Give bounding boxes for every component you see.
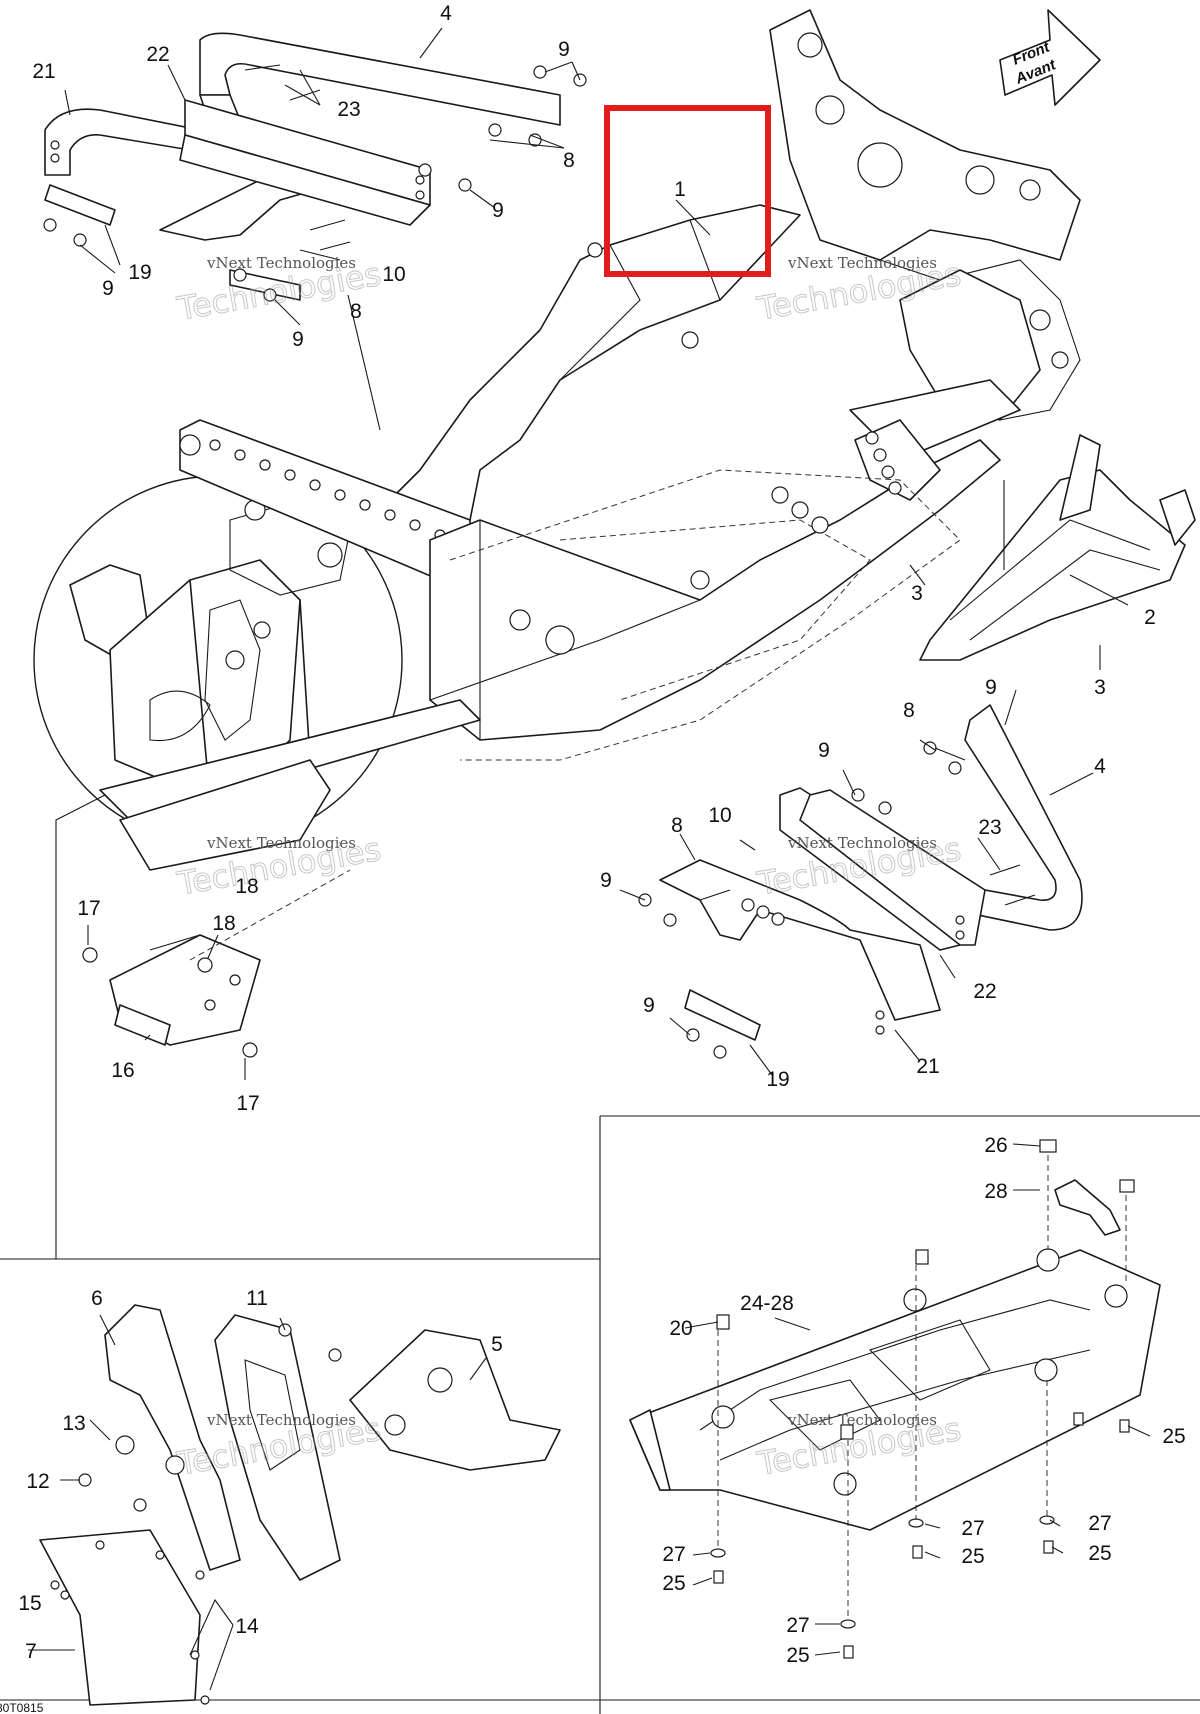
callout-4: 4 — [440, 2, 452, 25]
callout-10: 10 — [708, 804, 731, 827]
watermark-text: vNext Technologies — [787, 254, 937, 272]
cross-member-holes — [209, 439, 446, 541]
callout-14: 14 — [235, 1615, 259, 1638]
callout-21: 21 — [916, 1055, 939, 1078]
callout-8: 8 — [903, 699, 915, 722]
callout-25: 25 — [662, 1572, 685, 1595]
callout-2: 2 — [1144, 606, 1156, 629]
callout-labels: 1 2 3 3 4 4 5 6 7 8 8 8 8 9 9 9 9 9 9 9 … — [18, 2, 1185, 1667]
callout-27: 27 — [961, 1517, 984, 1540]
callout-24-28: 24-28 — [740, 1292, 794, 1315]
callout-18: 18 — [235, 875, 258, 898]
callout-10: 10 — [382, 263, 405, 286]
lower-right-inset-skid-plate — [629, 1139, 1161, 1659]
callout-27: 27 — [786, 1614, 809, 1637]
main-frame-part-1 — [99, 9, 1081, 871]
callout-3: 3 — [1094, 676, 1106, 699]
upper-left-bumper — [43, 32, 587, 302]
callout-25: 25 — [786, 1644, 809, 1667]
callout-19: 19 — [128, 261, 151, 284]
callout-8: 8 — [563, 149, 575, 172]
callout-9: 9 — [818, 739, 830, 762]
callout-6: 6 — [91, 1287, 103, 1310]
callout-23: 23 — [337, 98, 360, 121]
lower-right-bumper — [638, 704, 1083, 1059]
callout-25: 25 — [961, 1545, 984, 1568]
figure-code: 80T0815 — [0, 1701, 44, 1714]
skid-plate-part-2 — [919, 434, 1196, 661]
callout-28: 28 — [984, 1180, 1007, 1203]
callout-9: 9 — [558, 38, 570, 61]
leader-lines — [28, 27, 1151, 1691]
callout-17: 17 — [236, 1092, 259, 1115]
callout-23: 23 — [978, 816, 1001, 839]
callout-21: 21 — [32, 60, 55, 83]
callout-26: 26 — [984, 1134, 1007, 1157]
callout-9: 9 — [492, 199, 504, 222]
watermark-text: vNext Technologies — [787, 1411, 937, 1429]
highlight-box — [604, 105, 771, 277]
callout-27: 27 — [1088, 1512, 1111, 1535]
callout-3: 3 — [911, 582, 923, 605]
callout-22: 22 — [973, 980, 996, 1003]
callout-9: 9 — [600, 869, 612, 892]
bracket-part-16 — [82, 869, 351, 1058]
callout-16: 16 — [111, 1059, 134, 1082]
watermark-text: vNext Technologies — [206, 834, 356, 852]
watermark-text: vNext Technologies — [787, 834, 937, 852]
callout-22: 22 — [146, 43, 169, 66]
callout-8: 8 — [671, 814, 683, 837]
callout-7: 7 — [25, 1640, 37, 1663]
callout-1: 1 — [674, 178, 686, 201]
callout-9: 9 — [102, 277, 114, 300]
front-direction-arrow: Front Avant — [999, 9, 1101, 106]
inset-borders — [0, 794, 1200, 1714]
callout-19: 19 — [766, 1068, 789, 1091]
callout-4: 4 — [1094, 755, 1106, 778]
callout-5: 5 — [491, 1333, 503, 1356]
callout-27: 27 — [662, 1543, 685, 1566]
callout-12: 12 — [26, 1470, 49, 1493]
watermark-text: vNext Technologies — [206, 1411, 356, 1429]
callout-25: 25 — [1088, 1542, 1111, 1565]
callout-20: 20 — [669, 1317, 692, 1340]
lower-left-inset-parts — [39, 1304, 561, 1706]
callout-13: 13 — [62, 1412, 85, 1435]
callout-18: 18 — [212, 912, 235, 935]
callout-17: 17 — [77, 897, 100, 920]
callout-9: 9 — [985, 676, 997, 699]
watermark-text: vNext Technologies — [206, 254, 356, 272]
callout-11: 11 — [246, 1287, 268, 1310]
callout-25: 25 — [1162, 1425, 1185, 1448]
callout-8: 8 — [350, 300, 362, 323]
watermarks: vNext Technologies Technologies vNext Te… — [173, 254, 964, 1484]
callout-9: 9 — [292, 328, 304, 351]
callout-9: 9 — [643, 994, 655, 1017]
callout-15: 15 — [18, 1592, 41, 1615]
